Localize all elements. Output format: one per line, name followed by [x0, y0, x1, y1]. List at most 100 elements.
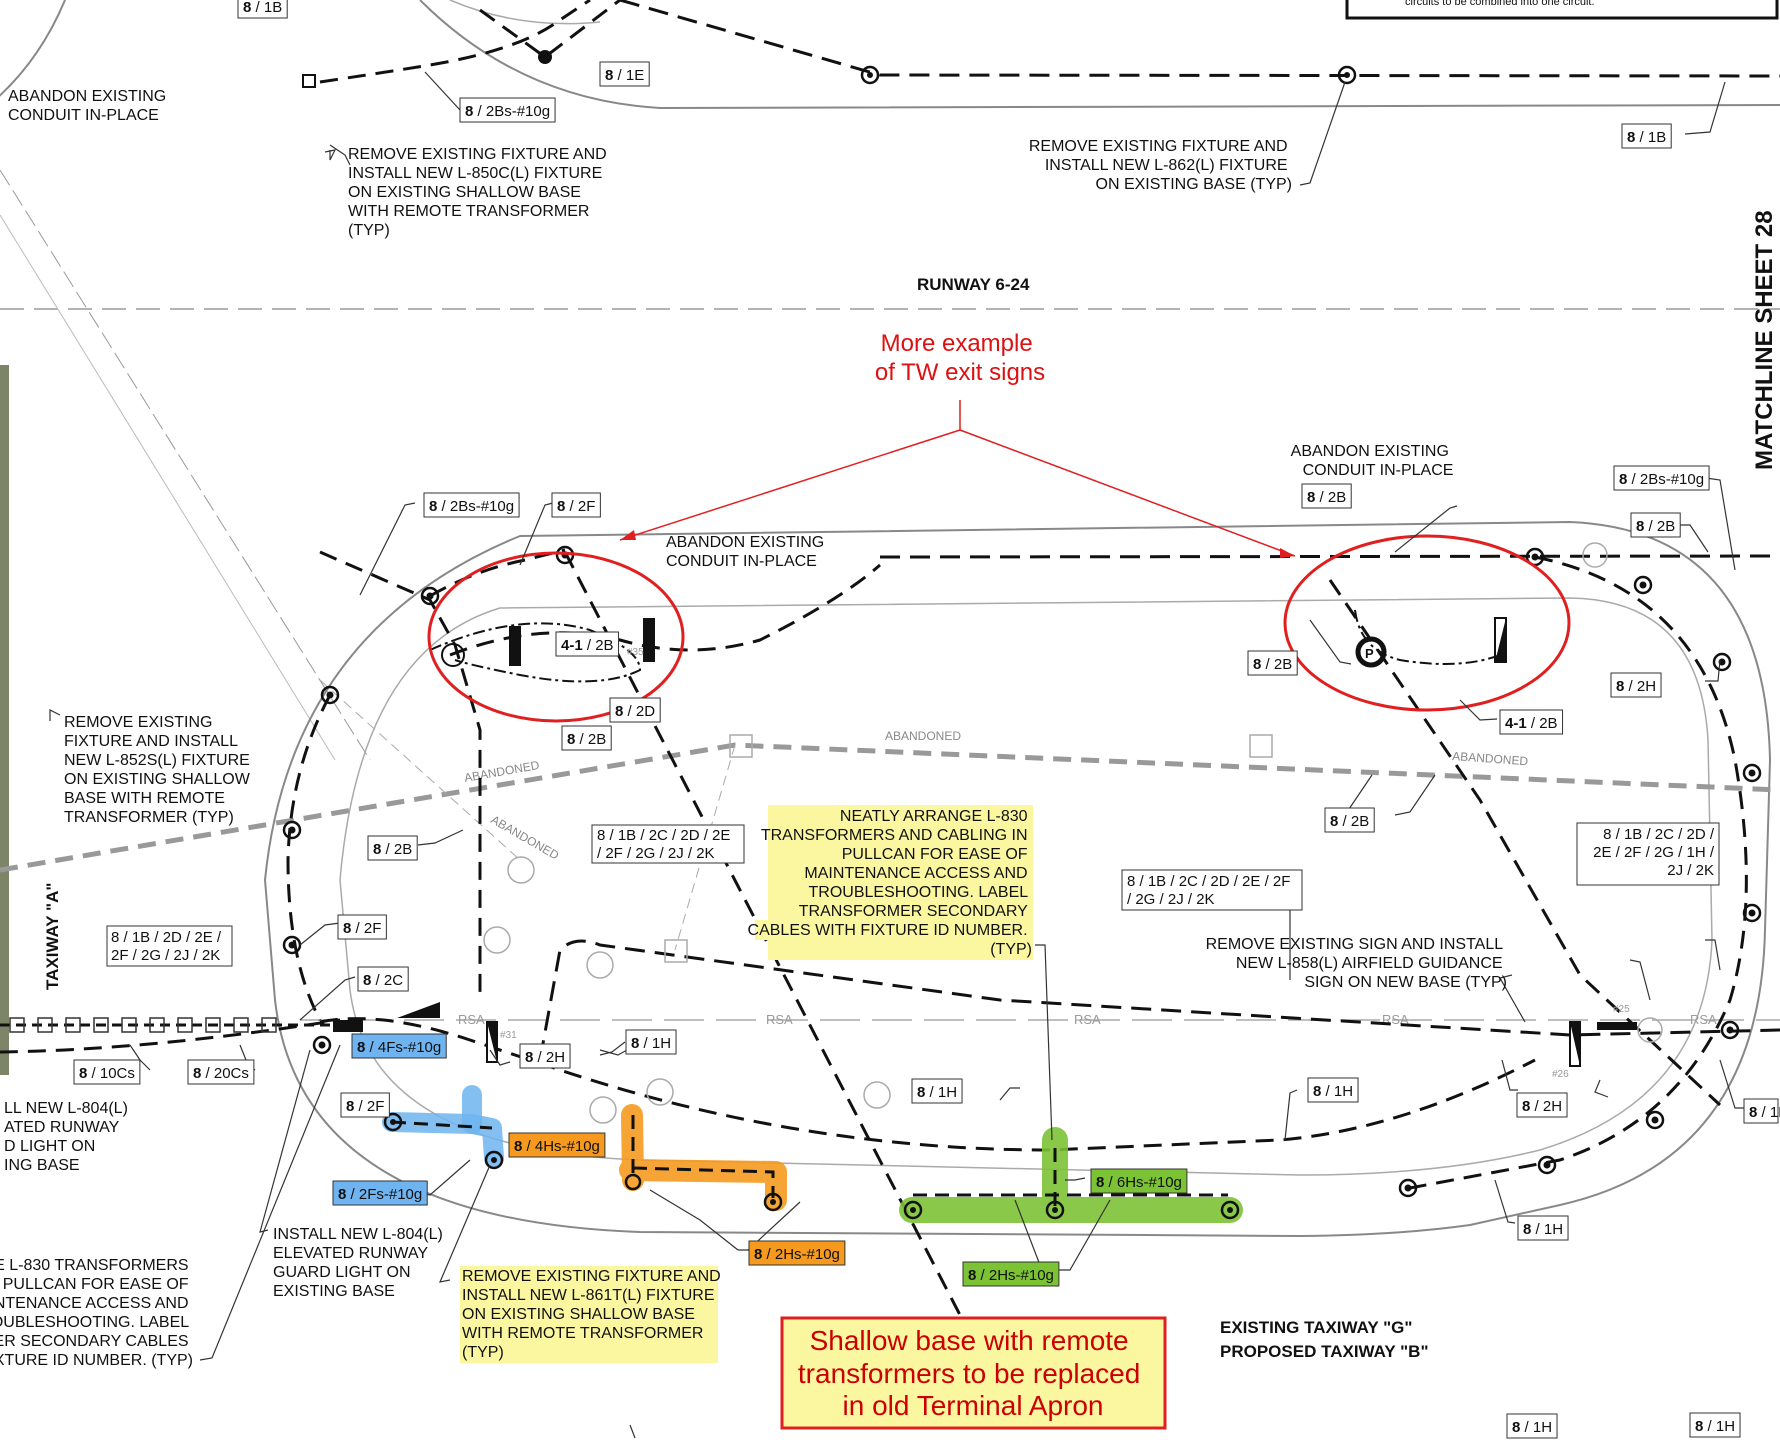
- pullcan: [333, 1020, 363, 1032]
- circuit-mid: [538, 939, 1780, 1061]
- legend-box: [1345, 0, 1779, 20]
- circuit-tag: 8 / 2Hs-#10g: [748, 1240, 846, 1266]
- circuit-tag-box: [609, 697, 661, 723]
- note-l862: REMOVE EXISTING FIXTURE AND INSTALL NEW …: [1029, 138, 1292, 193]
- highlight-note-bg: [755, 920, 1033, 940]
- circuit-tag: 8 / 2Hs-#10g: [962, 1261, 1060, 1287]
- fixture-number: #25: [1613, 1004, 1630, 1015]
- circuit-tag-box: [73, 1059, 141, 1085]
- circuit-tag-label: 8 / 2Bs-#10g: [1619, 471, 1704, 488]
- circuit-tag-label: 8 / 1B: [243, 0, 282, 16]
- circuit-tag-label: 8 / 2Fs-#10g: [338, 1186, 422, 1203]
- edge-light: [121, 1017, 137, 1033]
- taxiway-sign: [509, 626, 521, 666]
- edge-light: [149, 1017, 165, 1033]
- circuit-tag-label: 8 / 1H: [917, 1084, 957, 1101]
- note-abandon-right: ABANDON EXISTING CONDUIT IN-PLACE: [1291, 443, 1454, 479]
- circuit-tag-box: [1307, 1077, 1359, 1103]
- circuit-tag-box: [519, 1043, 571, 1069]
- circuit-tag: 8 / 2B: [1301, 483, 1352, 509]
- taxiway-inner-edge: [339, 597, 1713, 1176]
- pointer-line: [619, 429, 961, 541]
- fixture-number: #35: [627, 647, 644, 658]
- circuit-tag-box: [1517, 1215, 1569, 1241]
- circuit-tag-label: 8 / 1H: [1313, 1083, 1353, 1100]
- circuit-tag-box: [1613, 465, 1710, 491]
- fixture-light-core: [1344, 72, 1350, 78]
- circuit-tag: 8 / 2H: [1516, 1092, 1568, 1118]
- pointer-line: [959, 429, 1296, 557]
- note-l804-left: LL NEW L-804(L) ATED RUNWAY D LIGHT ON I…: [4, 1100, 132, 1174]
- circuit-tag: 8 / 2B: [1324, 807, 1375, 833]
- fixture-number: #31: [500, 1030, 517, 1041]
- circuit-left-loop: [286, 694, 332, 1021]
- pullcan-box: [302, 74, 316, 88]
- circuit-tag: 4-1 / 2B: [555, 631, 620, 657]
- fixture-light: [624, 1173, 642, 1191]
- circuit-blue: [391, 1120, 493, 1130]
- circuit-tag-label: 8 / 2Hs-#10g: [754, 1246, 840, 1263]
- edge-light: [261, 1017, 277, 1033]
- exit-sign-circuit: [429, 622, 642, 683]
- circuit-tag: 8 / 4Fs-#10g: [351, 1033, 447, 1059]
- svg-text:8 / 1B / 2D / 2E /2F / 2G / 2J: 8 / 1B / 2D / 2E /2F / 2G / 2J / 2K: [111, 929, 222, 964]
- circuit-tag-multi: 8 / 1B / 2C / 2D / 2E / 2F/ 2G / 2J / 2K: [1121, 869, 1303, 911]
- circuit-tag: 8 / 2B: [367, 835, 418, 861]
- circuit-top: [619, 0, 1780, 78]
- runway-edge-top: [419, 0, 1780, 110]
- circuit-tag-box: [1324, 807, 1375, 833]
- circuit-tag: 8 / 4Hs-#10g: [508, 1132, 606, 1158]
- circuit-tag: 8 / 1H: [625, 1029, 677, 1055]
- circuit-top-left: [319, 0, 591, 84]
- taxiway-a-edge-lights: [9, 1017, 277, 1033]
- circuit-tag-box: [1516, 1092, 1568, 1118]
- circuit-tag: 8 / 2B: [561, 725, 612, 751]
- rsa-label: RSA: [458, 1012, 485, 1027]
- circuit-tag-box: [1301, 483, 1352, 509]
- aerial-photo-strip: [0, 365, 9, 1075]
- taxiway-edge-diagonal: [0, 214, 336, 761]
- circuit-tag-box: [332, 1180, 428, 1206]
- circuit-tag-box: [357, 966, 409, 992]
- circuit-tag-box: [237, 0, 288, 19]
- circuit-tag: 8 / 2Fs-#10g: [332, 1180, 428, 1206]
- circuit-tag-box: [555, 631, 620, 657]
- circuit-tag-label: 8 / 2Bs-#10g: [429, 498, 514, 515]
- circuit-tag-box: [599, 61, 650, 87]
- circuit-tag: 8 / 1H: [1517, 1215, 1569, 1241]
- fixture-light: [763, 1192, 783, 1212]
- circuit-tag-label: 8 / 2H: [1616, 678, 1656, 695]
- circuit-tag-box: [1499, 709, 1564, 735]
- circuit-tag-label: 8 / 2F: [557, 498, 595, 515]
- circuit-tag: 8 / 1H: [1743, 1098, 1780, 1124]
- circuit-tag-label: 8 / 1H: [1523, 1221, 1563, 1238]
- circuit-right-loop: [1409, 555, 1748, 1190]
- taxiway-sign-fill: [1570, 1022, 1580, 1066]
- circuit-tag-box: [625, 1029, 677, 1055]
- circuit-tag-label: 8 / 1H: [1749, 1104, 1780, 1121]
- taxiway-g-label: EXISTING TAXIWAY "G" PROPOSED TAXIWAY "B…: [1220, 1318, 1429, 1361]
- circuit-tag-label: 8 / 10Cs: [79, 1065, 135, 1082]
- fixture-light: [484, 1150, 504, 1170]
- fixture-light: [1337, 65, 1357, 85]
- edge-light: [93, 1017, 109, 1033]
- circuit-tag-box: [748, 1240, 846, 1266]
- circuit-tag: 8 / 10Cs: [73, 1059, 141, 1085]
- edge-light: [205, 1017, 221, 1033]
- runway-edge-top-inner: [449, 0, 601, 25]
- circuit-tag-box: [1630, 512, 1681, 538]
- circuit-tag-label: 4-1 / 2B: [561, 637, 614, 654]
- circuit-tag-box: [459, 97, 556, 123]
- circuit-tag-label: 8 / 2F: [343, 920, 381, 937]
- circuit-tag-label: 8 / 2F: [346, 1098, 384, 1115]
- edge-light: [177, 1017, 193, 1033]
- highlight-orange: [619, 1104, 787, 1211]
- svg-text:8 / 1B / 2C / 2D / 2E / 2F/ 2G: 8 / 1B / 2C / 2D / 2E / 2F/ 2G / 2J / 2K: [1127, 873, 1290, 908]
- circuit-tag: 8 / 6Hs-#10g: [1090, 1168, 1188, 1194]
- edge-light: [233, 1017, 249, 1033]
- circuit-tag-label: 8 / 1H: [1512, 1419, 1552, 1436]
- circuit-tag-multi: 8 / 1B / 2D / 2E /2F / 2G / 2J / 2K: [106, 925, 233, 967]
- taxiway-edge-diagonal: [0, 169, 371, 761]
- circuit-tag: 8 / 2F: [340, 1092, 390, 1118]
